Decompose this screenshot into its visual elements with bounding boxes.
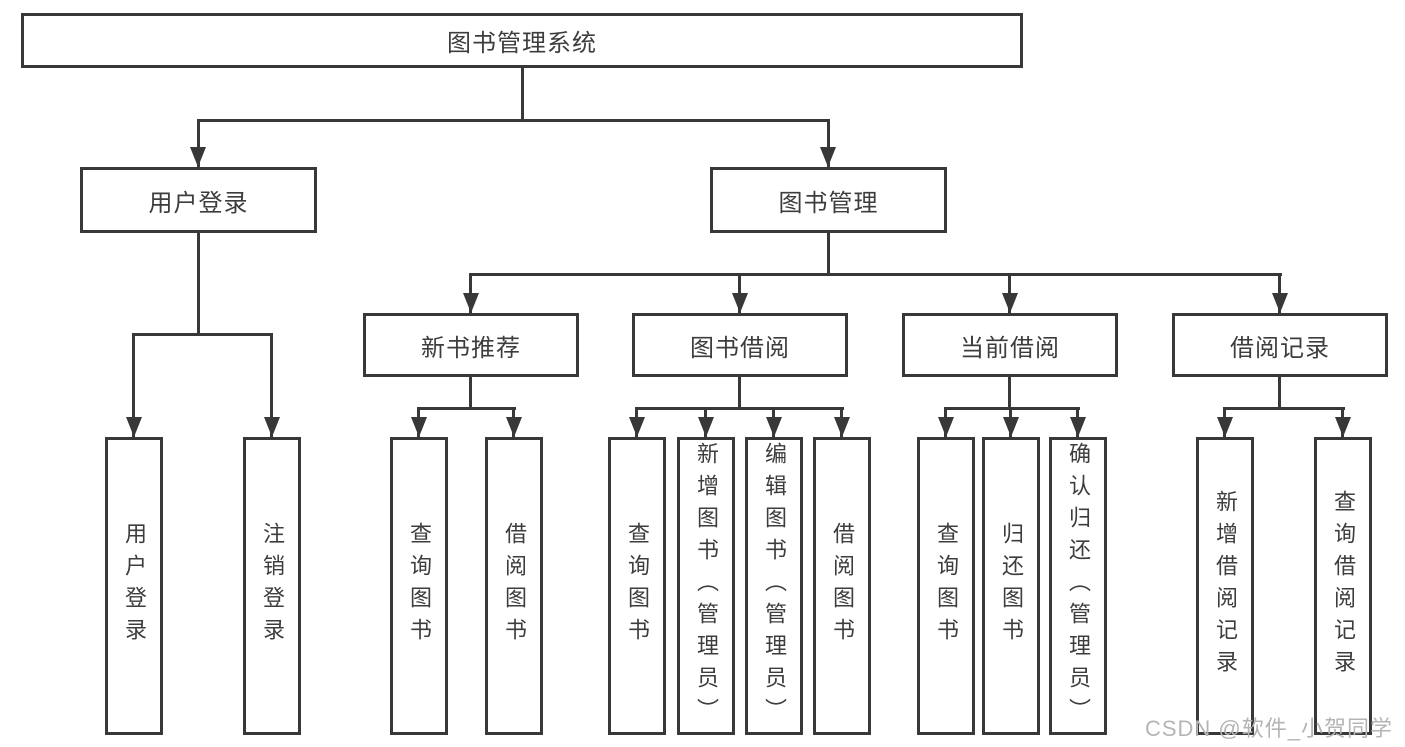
edge-current-borrow-rail	[944, 407, 1080, 410]
arrowhead-new-book	[463, 293, 479, 313]
node-user-login: 用户登录	[80, 167, 317, 233]
edge-to-leaf-logout	[270, 333, 273, 437]
arrowhead-borrow-books-1	[506, 417, 522, 437]
leaf-add-borrow-record: 新增借阅记录	[1196, 437, 1254, 735]
arrowhead-query-books-3	[938, 417, 954, 437]
arrowhead-book-borrow	[732, 293, 748, 313]
leaf-return-book: 归还图书	[982, 437, 1040, 735]
arrowhead-current-borrow	[1002, 293, 1018, 313]
edge-to-leaf-user-login	[132, 333, 135, 437]
leaf-query-books-1: 查询图书	[390, 437, 448, 735]
leaf-user-login: 用户登录	[105, 437, 163, 735]
node-root: 图书管理系统	[21, 13, 1023, 68]
edge-root-stem	[521, 68, 524, 119]
leaf-logout: 注销登录	[243, 437, 301, 735]
edge-book-management-stem	[827, 233, 830, 273]
edge-to-user-login	[197, 119, 200, 167]
arrowhead-book-management	[820, 147, 836, 167]
edge-to-book-management	[827, 119, 830, 167]
arrowhead-return-book	[1003, 417, 1019, 437]
node-current-borrow: 当前借阅	[902, 313, 1118, 377]
leaf-edit-book-admin: 编辑图书（管理员）	[745, 437, 803, 735]
arrowhead-borrow-books-2	[834, 417, 850, 437]
edge-book-borrow-stem	[738, 377, 741, 407]
arrowhead-add-borrow-record	[1217, 417, 1233, 437]
node-book-management: 图书管理	[710, 167, 947, 233]
arrowhead-borrow-records	[1272, 293, 1288, 313]
csdn-watermark: CSDN @软件_小贺同学	[1144, 716, 1393, 741]
arrowhead-leaf-logout	[264, 417, 280, 437]
arrowhead-user-login	[190, 147, 206, 167]
arrowhead-query-books-2	[629, 417, 645, 437]
edge-borrow-records-stem	[1278, 377, 1281, 407]
leaf-confirm-return-admin: 确认归还（管理员）	[1049, 437, 1107, 735]
edge-level2-rail	[197, 119, 830, 122]
arrowhead-edit-book	[766, 417, 782, 437]
node-borrow-records: 借阅记录	[1172, 313, 1388, 377]
leaf-borrow-books-1: 借阅图书	[485, 437, 543, 735]
arrowhead-query-books-1	[411, 417, 427, 437]
node-book-borrow: 图书借阅	[632, 313, 848, 377]
leaf-borrow-books-2: 借阅图书	[813, 437, 871, 735]
edge-borrow-records-rail	[1223, 407, 1345, 410]
leaf-query-books-3: 查询图书	[917, 437, 975, 735]
leaf-query-books-2: 查询图书	[608, 437, 666, 735]
edge-current-borrow-stem	[1008, 377, 1011, 407]
node-new-book-recommend: 新书推荐	[363, 313, 579, 377]
arrowhead-confirm-return	[1070, 417, 1086, 437]
leaf-add-book-admin: 新增图书（管理员）	[677, 437, 735, 735]
arrowhead-query-borrow-record	[1335, 417, 1351, 437]
edge-level3-rail	[469, 273, 1282, 276]
edge-new-book-stem	[469, 377, 472, 407]
leaf-query-borrow-record: 查询借阅记录	[1314, 437, 1372, 735]
arrowhead-add-book	[698, 417, 714, 437]
edge-new-book-rail	[417, 407, 516, 410]
edge-user-login-rail	[132, 333, 273, 336]
arrowhead-leaf-user-login	[126, 417, 142, 437]
edge-user-login-stem	[197, 233, 200, 333]
edge-book-borrow-rail	[635, 407, 844, 410]
